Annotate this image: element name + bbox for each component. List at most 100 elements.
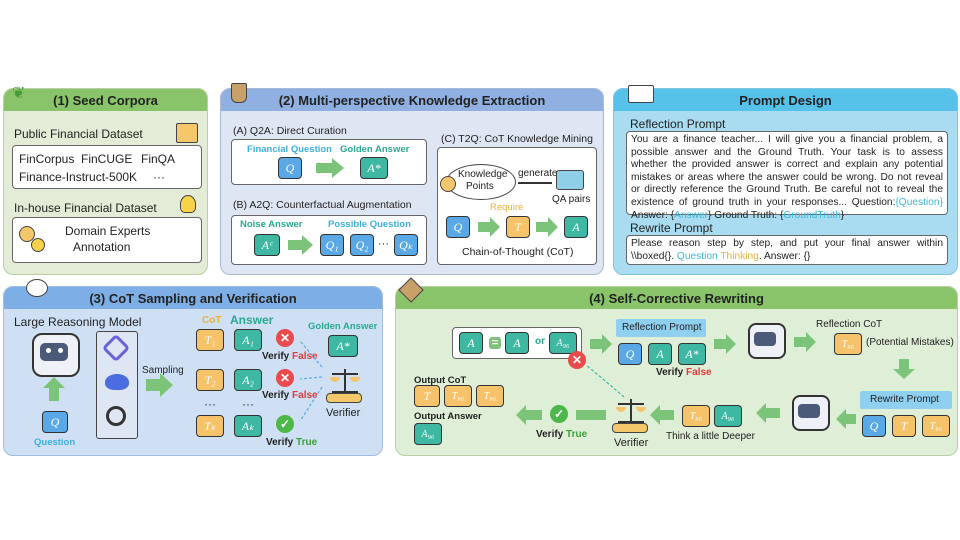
- lrm-up-arrowhead: [43, 377, 65, 388]
- a2q-arrowhead: [302, 235, 313, 255]
- rewrite-prompt-box: Please reason step by step, and put your…: [626, 235, 948, 265]
- a2q-box: Noise Answer Possible Question Aᶜ Q₁ Q₂ …: [231, 215, 427, 265]
- verify-false-2: Verify False: [262, 390, 318, 401]
- reflection-prompt-badge: [616, 319, 706, 337]
- cot-sample-1: T₁: [196, 329, 224, 351]
- scale-icon: [330, 369, 360, 393]
- mismatch-answer-tile: A: [459, 332, 483, 354]
- inhouse-line1: Domain Experts: [65, 224, 151, 238]
- seed-title: (1) Seed Corpora: [53, 93, 158, 108]
- think-deeper-label: Think a little Deeper: [666, 431, 755, 442]
- dataset-finqa: FinQA: [141, 152, 176, 166]
- t2q-require: Require: [490, 202, 524, 213]
- samples-ellipsis-2: ···: [242, 397, 254, 411]
- inhouse-line2: Annotation: [73, 240, 131, 254]
- q2a-arrow: [316, 163, 332, 173]
- mismatch-arrowhead: [602, 334, 612, 354]
- mismatch-box: A = A or A₉₆: [452, 327, 582, 359]
- rw-verify-true: Verify True: [536, 429, 588, 440]
- t2q-question-tile: Q: [446, 216, 470, 238]
- samples-ellipsis-1: ···: [204, 397, 216, 411]
- qa-pairs-icon: [556, 170, 584, 190]
- q2a-box: Financial Question Golden Answer Q A*: [231, 139, 427, 185]
- extraction-panel: (2) Multi-perspective Knowledge Extracti…: [220, 83, 604, 275]
- a2q-question-tile-1: Q₁: [320, 234, 344, 256]
- rewrite-question-tile: Q: [862, 415, 886, 437]
- t2q-arrowhead-1: [490, 217, 500, 237]
- t2q-knowledge: Knowledge: [458, 169, 508, 180]
- t2q-label: (C) T2Q: CoT Knowledge Mining: [441, 133, 593, 145]
- t2q-thought-tile: T: [506, 216, 530, 238]
- deeper-left-arrow: [660, 410, 674, 420]
- output-cot-tile-2: T₉₆: [476, 385, 504, 407]
- cot-question-label: Question: [34, 437, 76, 448]
- reflection-prompt-text: You are a finance teacher... I will give…: [631, 134, 943, 221]
- model-logos-box: [96, 331, 138, 439]
- true-left-arrow: [526, 410, 542, 420]
- reflect-verify-false: Verify False: [656, 367, 712, 378]
- expert-coin-icon: [31, 238, 45, 252]
- false-icon-2: ✕: [276, 369, 294, 387]
- reflect-golden-tile: A*: [678, 343, 706, 365]
- seed-corpora-panel: (1) Seed Corpora ❦ Public Financial Data…: [3, 85, 208, 275]
- rewrite-prompt-title: Rewrite Prompt: [630, 221, 713, 235]
- book-icon: [176, 123, 198, 143]
- prompt-title: Prompt Design: [739, 93, 832, 108]
- cot-question-tile: Q: [42, 411, 68, 433]
- t2q-answer-tile: A: [564, 216, 588, 238]
- reflect-arrow: [714, 339, 726, 349]
- t2q-box: Knowledge Points generate QA pairs Requi…: [437, 147, 597, 265]
- generate-arrow: [518, 182, 552, 184]
- cot-verifier-label: Verifier: [326, 407, 361, 419]
- down-arrow: [899, 359, 909, 369]
- t2q-arrow-2: [536, 222, 548, 232]
- golden-answer-tile: A*: [328, 335, 358, 357]
- potential-mistakes: (Potential Mistakes): [866, 337, 954, 348]
- rewrite-left-arrowhead: [836, 409, 846, 429]
- student-icon: [440, 176, 456, 192]
- output-thought-tile: T: [414, 385, 440, 407]
- sampling-arrowhead: [160, 373, 173, 397]
- a2q-arrow: [288, 240, 302, 250]
- a2q-question-tile-2: Q₂: [350, 234, 374, 256]
- a2q-question-tile-n: Qₖ: [394, 234, 418, 256]
- rewrite-left-arrow: [846, 414, 856, 424]
- output-cot-tile-1: T₉₆: [444, 385, 472, 407]
- equals-icon: =: [489, 337, 501, 349]
- reflect-arrowhead: [726, 334, 736, 354]
- robot2-left-arrow: [766, 408, 780, 418]
- dataset-fincorpus: FinCorpus: [19, 152, 75, 166]
- a2q-possible-question: Possible Question: [328, 219, 411, 230]
- openai-logo-icon: [106, 406, 126, 426]
- verifier-to-true-arrow: [576, 410, 606, 420]
- output-answer-label: Output Answer: [414, 411, 482, 422]
- golden-answer-label: Golden Answer: [308, 321, 378, 332]
- monitor-icon: [628, 85, 654, 103]
- dataset-more: ···: [153, 170, 165, 184]
- answer-sample-2: A₂: [234, 369, 262, 391]
- sampling-arrow: [146, 379, 160, 391]
- knowledge-points-bubble: [446, 164, 516, 200]
- thinking-bubble-icon: [26, 279, 48, 297]
- deeper-answer-tile: A₉₆: [714, 405, 742, 427]
- public-dataset-title: Public Financial Dataset: [14, 127, 143, 141]
- reflect-answer-tile: A: [648, 343, 672, 365]
- rewrite-prompt-text: Please reason step by step, and put your…: [631, 238, 943, 262]
- mismatch-false-icon: ✕: [568, 351, 586, 369]
- q2a-answer-tile: A*: [360, 157, 388, 179]
- a2q-ellipsis: ···: [378, 238, 389, 250]
- answer-header: Answer: [230, 313, 274, 327]
- robot1-arrowhead: [806, 332, 816, 352]
- rewriting-panel: (4) Self-Corrective Rewriting A = A or A…: [395, 277, 958, 456]
- or-label: or: [535, 336, 545, 347]
- verify-true: Verify True: [266, 437, 318, 448]
- rw-verifier-label: Verifier: [614, 437, 649, 449]
- answer-sample-1: A₁: [234, 329, 262, 351]
- rw-true-icon: ✓: [550, 405, 568, 423]
- dataset-finance-instruct: Finance-Instruct-500K: [19, 170, 138, 184]
- rewrite-prompt-label: Rewrite Prompt: [870, 394, 939, 405]
- q2a-arrowhead: [332, 158, 344, 178]
- lightbulb-icon: [180, 195, 196, 213]
- t2q-generate: generate: [518, 168, 558, 179]
- rewrite-title: (4) Self-Corrective Rewriting: [589, 291, 764, 306]
